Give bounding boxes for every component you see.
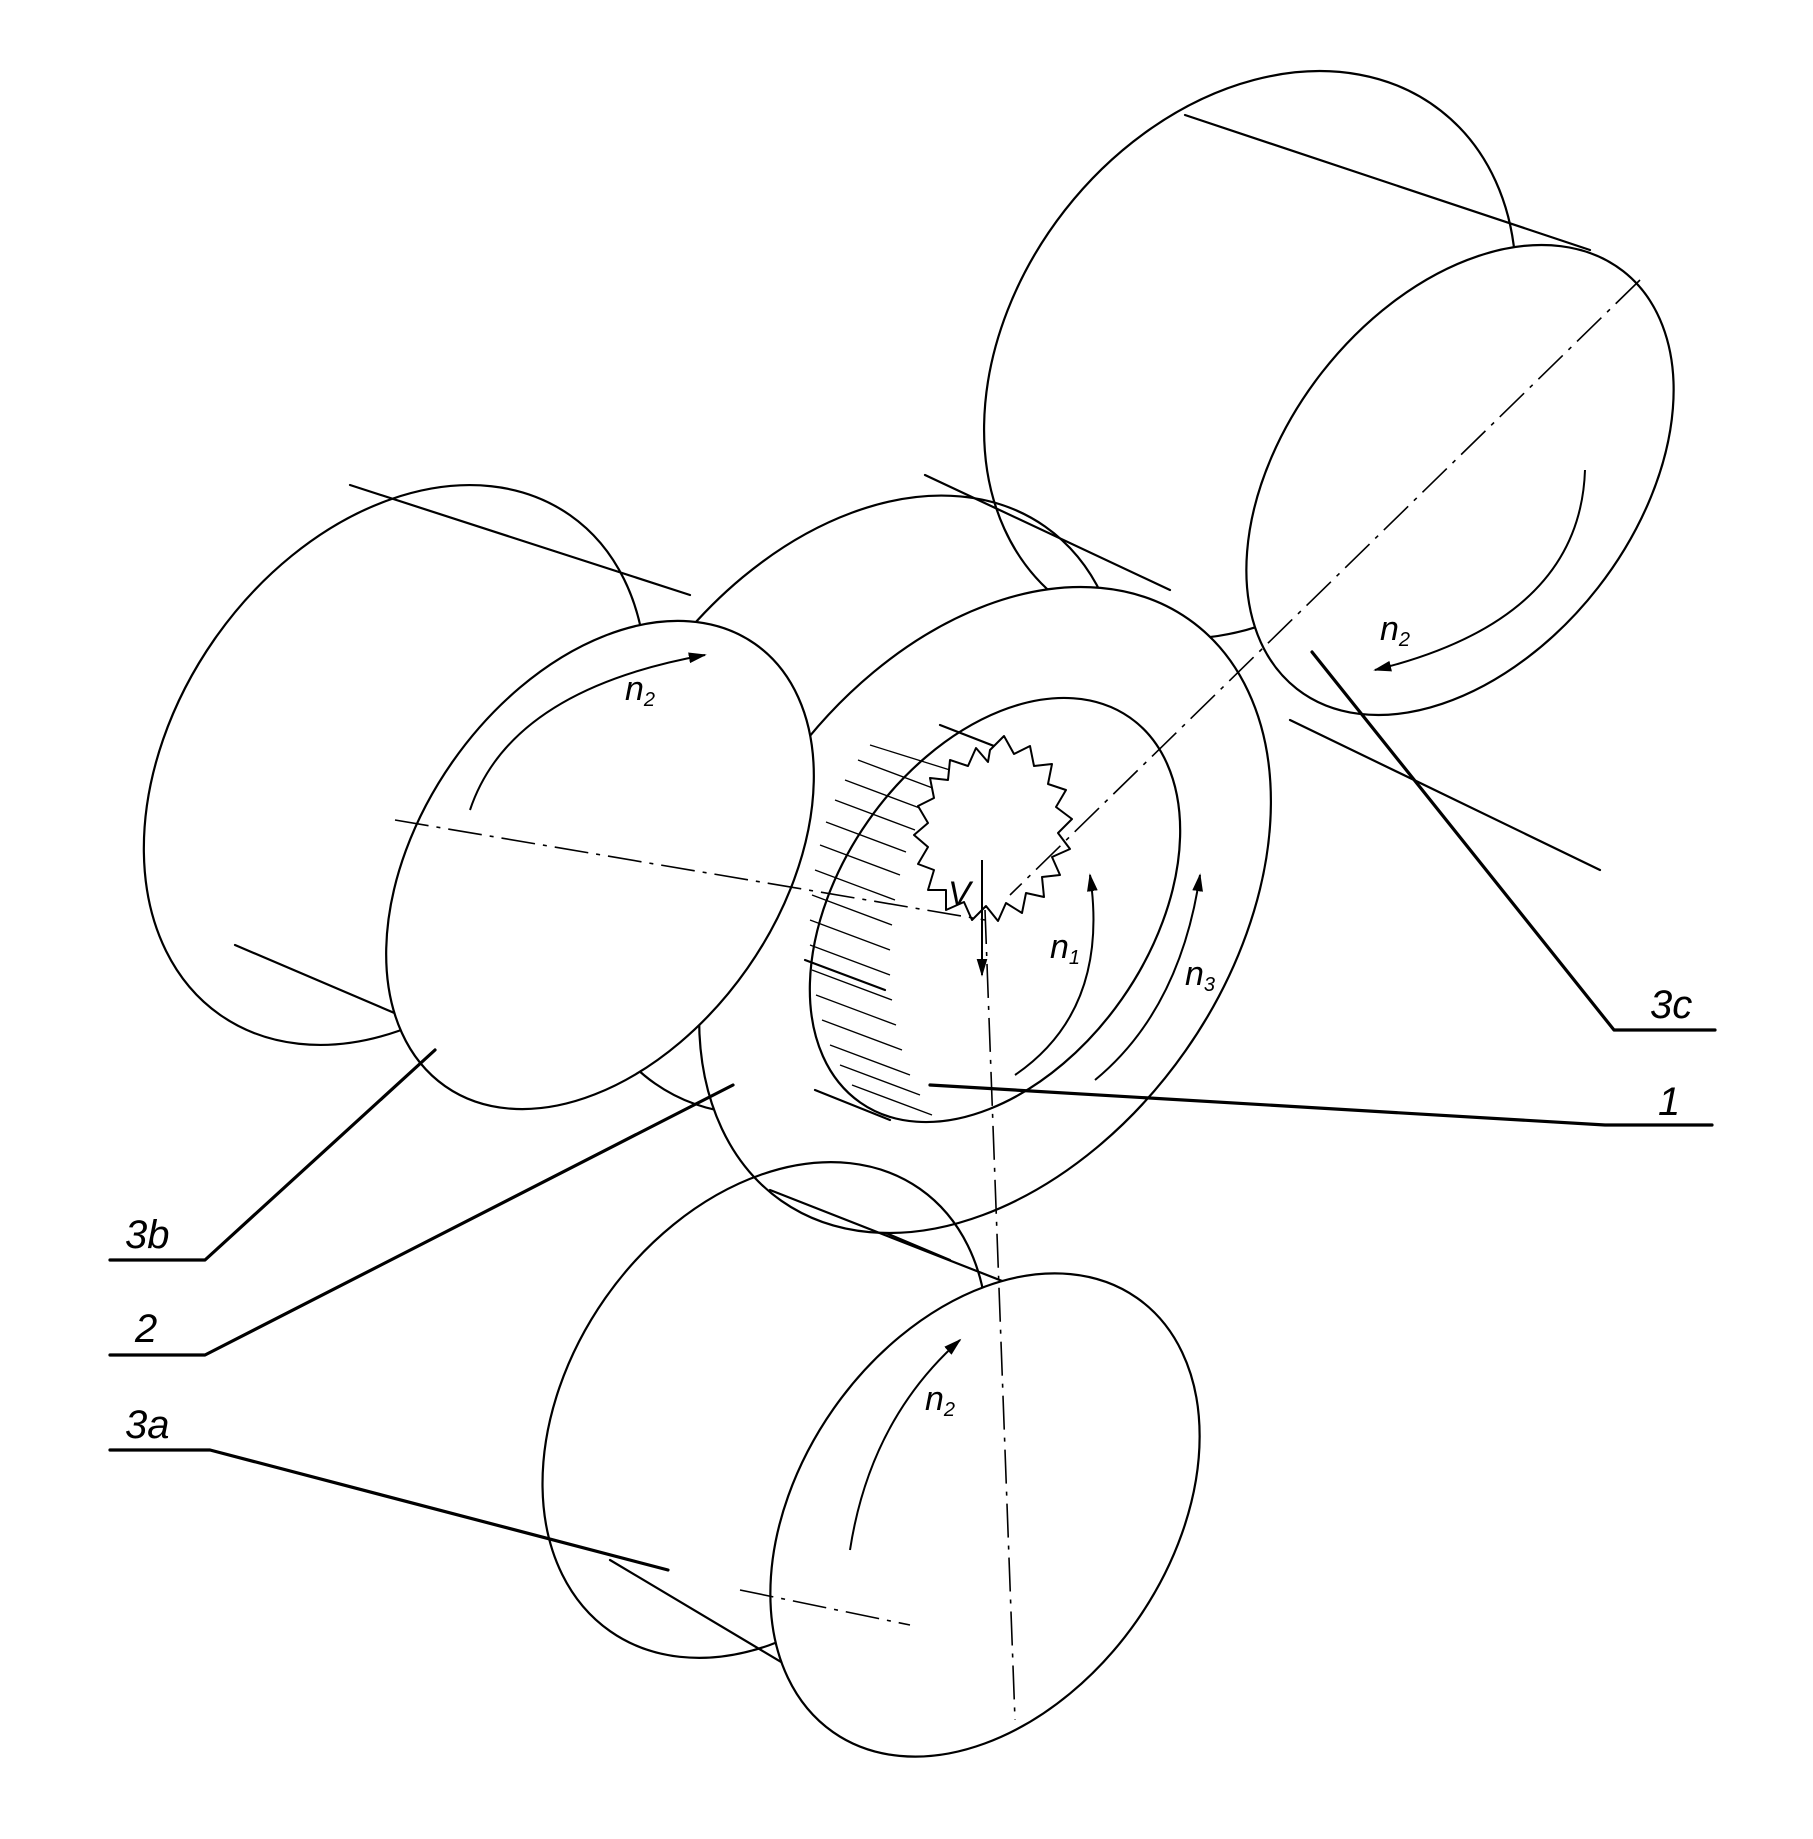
symbol-v: V	[948, 875, 974, 913]
label-3b: 3b	[125, 1213, 170, 1257]
label-3a: 3a	[125, 1403, 170, 1447]
label-2: 2	[134, 1307, 157, 1351]
label-1: 1	[1658, 1080, 1680, 1124]
roller-3a-rotation-arrow	[849, 1338, 962, 1551]
roller-3b-rotation-arrow	[469, 652, 707, 811]
roller-3a	[541, 1161, 1201, 1758]
symbol-n1: n1	[1050, 928, 1080, 969]
label-3c: 3c	[1650, 983, 1692, 1027]
symbol-n2-roller-3b: n2	[625, 670, 655, 711]
symbol-n3: n3	[1185, 955, 1215, 996]
roller-3b-front	[385, 619, 815, 1111]
symbol-n2-roller-3c: n2	[1380, 610, 1410, 651]
leader-lines	[108, 650, 1717, 1572]
roller-3c-rotation-arrow	[1373, 469, 1586, 672]
gear-1	[803, 723, 1098, 1122]
gear-rotation-arrow	[1014, 873, 1098, 1076]
ring-rotation-arrow	[1094, 873, 1203, 1081]
center-lines	[394, 279, 1641, 1721]
symbol-n2-roller-3a: n2	[925, 1380, 955, 1421]
